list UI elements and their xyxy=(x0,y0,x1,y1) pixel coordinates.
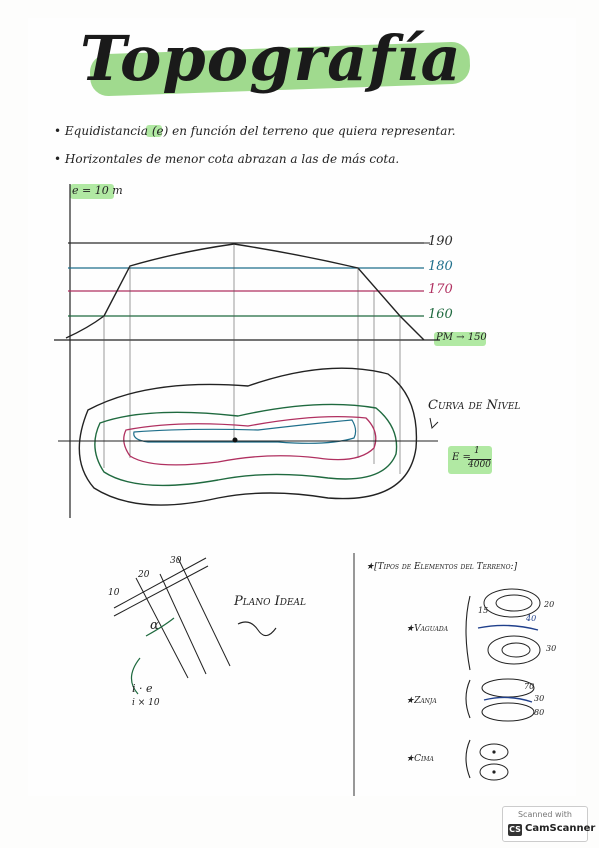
scanned-with-text: Scanned with xyxy=(517,810,573,819)
contour-ring xyxy=(123,415,377,466)
camscanner-brand: CamScanner xyxy=(525,823,596,834)
tipos-header-text: [Tipos de Elementos del Terreno:] xyxy=(374,562,518,572)
tipos-header: ★[Tipos de Elementos del Terreno:] xyxy=(366,562,518,572)
cima-point xyxy=(492,750,496,754)
vaguada-channel xyxy=(477,624,539,631)
alpha-label: α xyxy=(150,618,159,633)
bracket-cima xyxy=(465,739,471,779)
highlight-equidistance xyxy=(70,184,114,199)
bullet-1-text: Equidistancia (e) en función del terreno… xyxy=(64,124,456,138)
contour-ring xyxy=(78,367,418,506)
vaguada-ellipse xyxy=(483,588,541,618)
zanja-label: ★Zanja xyxy=(406,696,437,706)
vaguada-ellipse xyxy=(501,642,531,658)
vaguada-num-30: 30 xyxy=(546,644,557,653)
zanja-text: Zanja xyxy=(414,696,437,706)
highlight-pm xyxy=(434,332,486,346)
zanja-channel xyxy=(483,696,533,703)
zanja-ellipse xyxy=(481,702,535,722)
plano-line xyxy=(135,577,189,679)
topography-drawing xyxy=(54,184,541,796)
vaguada-ellipse xyxy=(487,635,541,665)
contour-ring xyxy=(94,403,398,487)
plano-line xyxy=(159,573,207,675)
highlight-scale xyxy=(448,446,492,474)
equidistance-label: e = 10 m xyxy=(72,184,123,197)
vaguada-text: Vaguada xyxy=(414,624,449,634)
plano-line xyxy=(113,557,207,609)
pm-label: PM → 150 xyxy=(436,332,487,343)
zanja-num-70: 70 xyxy=(524,682,535,691)
level-label-190: 190 xyxy=(428,234,453,249)
curvas-label: Curva de Nivel xyxy=(428,398,521,413)
plano-arrow xyxy=(237,621,277,637)
ie-label: i · e xyxy=(132,682,153,695)
zanja-num-30: 30 xyxy=(534,694,545,703)
plano-line xyxy=(113,565,209,617)
terrain-profile xyxy=(65,243,425,341)
level-label-160: 160 xyxy=(428,307,453,322)
plano-tick-10: 10 xyxy=(108,588,120,598)
cima-ellipse xyxy=(479,763,509,781)
vaguada-num-40: 40 xyxy=(526,614,537,623)
vaguada-num-15: 15 xyxy=(478,606,489,615)
bracket-vaguada xyxy=(465,595,471,671)
alpha-arrow xyxy=(145,617,175,637)
vaguada-label: ★Vaguada xyxy=(406,624,449,634)
plano-tick-20: 20 xyxy=(138,570,150,580)
bullet-1: • Equidistancia (e) en función del terre… xyxy=(54,124,456,138)
cima-point xyxy=(492,770,496,774)
camscanner-watermark: Scanned with CS CamScanner xyxy=(502,806,595,842)
scale-denominator: 4000 xyxy=(468,459,491,470)
cima-ellipse xyxy=(479,743,509,761)
bracket-zanja xyxy=(465,679,471,719)
scale-numerator: 1 xyxy=(474,446,480,456)
cima-text: Cima xyxy=(414,754,434,764)
plano-line xyxy=(177,557,231,667)
level-label-170: 170 xyxy=(428,282,453,297)
scale-prefix: E = xyxy=(452,452,471,463)
level-label-180: 180 xyxy=(428,259,453,274)
curvas-arrow xyxy=(429,417,439,430)
vaguada-num-20: 20 xyxy=(544,600,555,609)
bullet-2-text: Horizontales de menor cota abrazan a las… xyxy=(64,152,400,166)
summit-point xyxy=(232,437,238,443)
page-title: Topografía xyxy=(80,22,462,95)
ie-curve xyxy=(130,657,141,695)
ie2-label: i × 10 xyxy=(132,698,160,708)
vaguada-ellipse xyxy=(495,594,533,612)
camscanner-logo-icon: CS xyxy=(508,824,522,836)
highlight-e xyxy=(146,125,162,137)
contour-ring xyxy=(133,419,357,444)
cima-label: ★Cima xyxy=(406,754,434,764)
zanja-num-80: 80 xyxy=(534,708,545,717)
plano-tick-30: 30 xyxy=(170,556,182,566)
bullet-2: • Horizontales de menor cota abrazan a l… xyxy=(54,152,400,166)
notebook-sheet: Topografía • Equidistancia (e) en funció… xyxy=(28,18,576,796)
plano-ideal-label: Plano Ideal xyxy=(234,594,307,609)
